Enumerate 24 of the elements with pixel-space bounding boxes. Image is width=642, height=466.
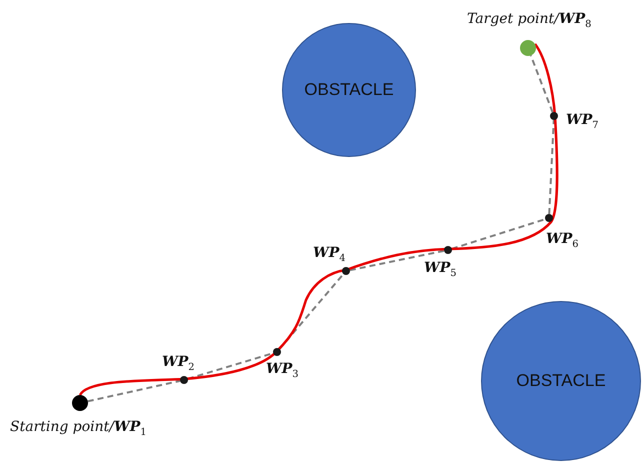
waypoint-label: WP$_{6}$: [546, 232, 578, 250]
waypoint-dot: [550, 112, 558, 120]
waypoint-dot: [520, 40, 536, 56]
dashed-connector: [530, 55, 554, 113]
waypoint-dot: [273, 348, 281, 356]
waypoint-label: Starting point/WP$_{1}$: [10, 420, 146, 438]
waypoint-dot: [545, 214, 553, 222]
waypoint-dot: [444, 246, 452, 254]
obstacle-label: OBSTACLE: [304, 80, 394, 100]
waypoint-label: WP$_{4}$: [313, 246, 346, 264]
waypoint-label: WP$_{7}$: [566, 113, 598, 131]
obstacle-label: OBSTACLE: [516, 371, 606, 391]
waypoint-dot: [342, 267, 350, 275]
waypoint-label: WP$_{3}$: [266, 362, 298, 380]
waypoint-dot: [72, 395, 88, 411]
trajectory-curve: [79, 43, 558, 396]
dashed-connector: [452, 218, 546, 250]
dashed-connector: [88, 380, 180, 402]
waypoint-label: WP$_{5}$: [424, 261, 456, 279]
dashed-connector: [548, 120, 555, 214]
waypoint-label: Target point/WP$_{8}$: [467, 12, 592, 30]
waypoint-label: WP$_{2}$: [162, 355, 194, 373]
waypoint-dot: [180, 376, 188, 384]
dashed-connector: [350, 250, 444, 272]
